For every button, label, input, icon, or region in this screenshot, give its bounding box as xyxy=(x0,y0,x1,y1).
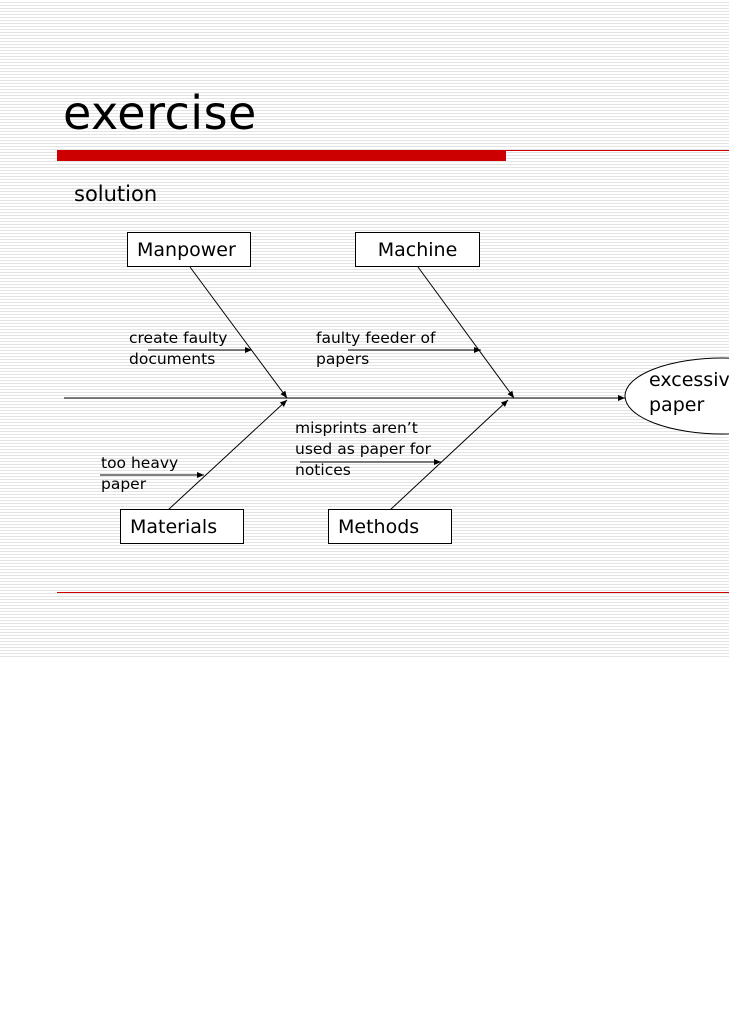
category-box-materials: Materials xyxy=(120,509,244,544)
category-box-methods: Methods xyxy=(328,509,452,544)
cause-label-methods: misprints aren’t used as paper for notic… xyxy=(295,419,432,479)
bone-machine xyxy=(417,266,515,399)
cause-label-machine: faulty feeder of papers xyxy=(316,329,436,368)
cause-label-materials: too heavy paper xyxy=(101,454,179,493)
bone-methods xyxy=(389,399,509,511)
title-underline-rule xyxy=(506,150,729,151)
slide: exercise solution Manpower Machine Mater… xyxy=(0,0,729,658)
cause-label-manpower: create faulty documents xyxy=(129,329,228,368)
effect-ellipse xyxy=(624,357,729,435)
slide-title: exercise xyxy=(63,86,257,140)
bone-manpower xyxy=(189,266,288,399)
blank-area xyxy=(0,658,729,1030)
effect-label: excessive paper xyxy=(649,369,729,416)
footer-rule xyxy=(57,592,729,593)
title-underline-bar xyxy=(57,150,506,161)
category-box-machine: Machine xyxy=(355,232,480,267)
bone-materials xyxy=(167,399,288,511)
category-box-manpower: Manpower xyxy=(127,232,251,267)
slide-subtitle: solution xyxy=(74,182,158,206)
fishbone-diagram xyxy=(64,266,729,511)
